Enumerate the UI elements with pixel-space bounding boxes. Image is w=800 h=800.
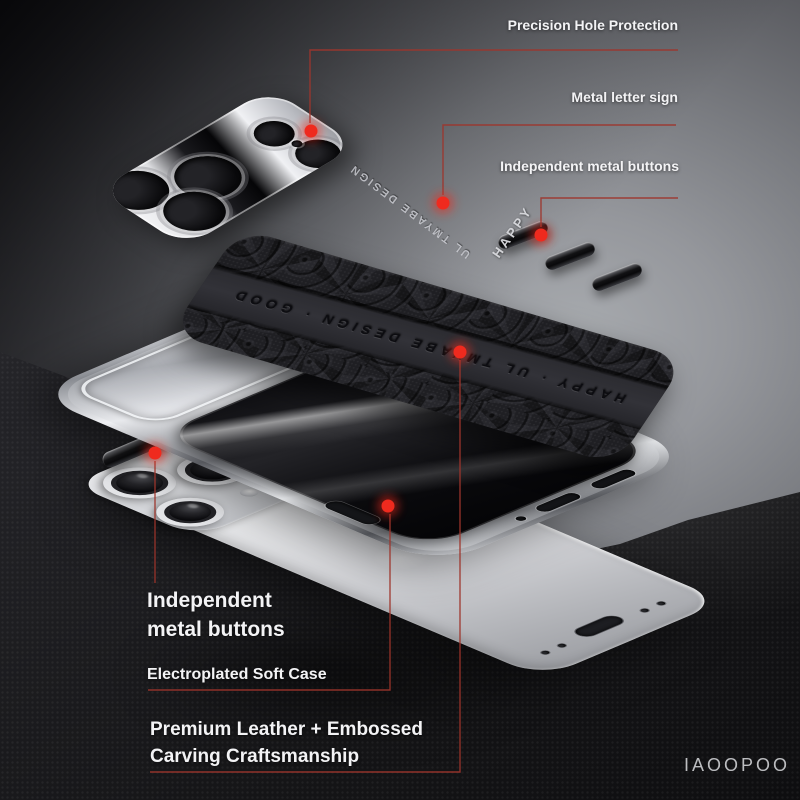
label-line: Premium Leather + Embossed: [150, 719, 423, 740]
label-premium-leather: Premium Leather + Embossed Carving Craft…: [150, 716, 423, 770]
label-electroplated-soft-case: Electroplated Soft Case: [147, 666, 327, 683]
label-line: Independent: [147, 589, 272, 612]
speaker-hole: [539, 650, 551, 655]
brand-watermark: IAOOPOO: [684, 755, 791, 775]
label-independent-metal-buttons-top: Independent metal buttons: [500, 158, 679, 174]
label-precision-hole-protection: Precision Hole Protection: [507, 17, 678, 33]
speaker-hole: [655, 601, 667, 606]
label-line: metal buttons: [147, 618, 285, 641]
speaker-hole: [556, 643, 568, 648]
label-line: Carving Craftsmanship: [150, 746, 360, 767]
label-metal-letter-sign: Metal letter sign: [571, 89, 678, 105]
speaker-hole: [639, 608, 651, 613]
label-independent-metal-buttons-left: Independent metal buttons: [147, 586, 285, 644]
charging-port: [571, 614, 628, 639]
